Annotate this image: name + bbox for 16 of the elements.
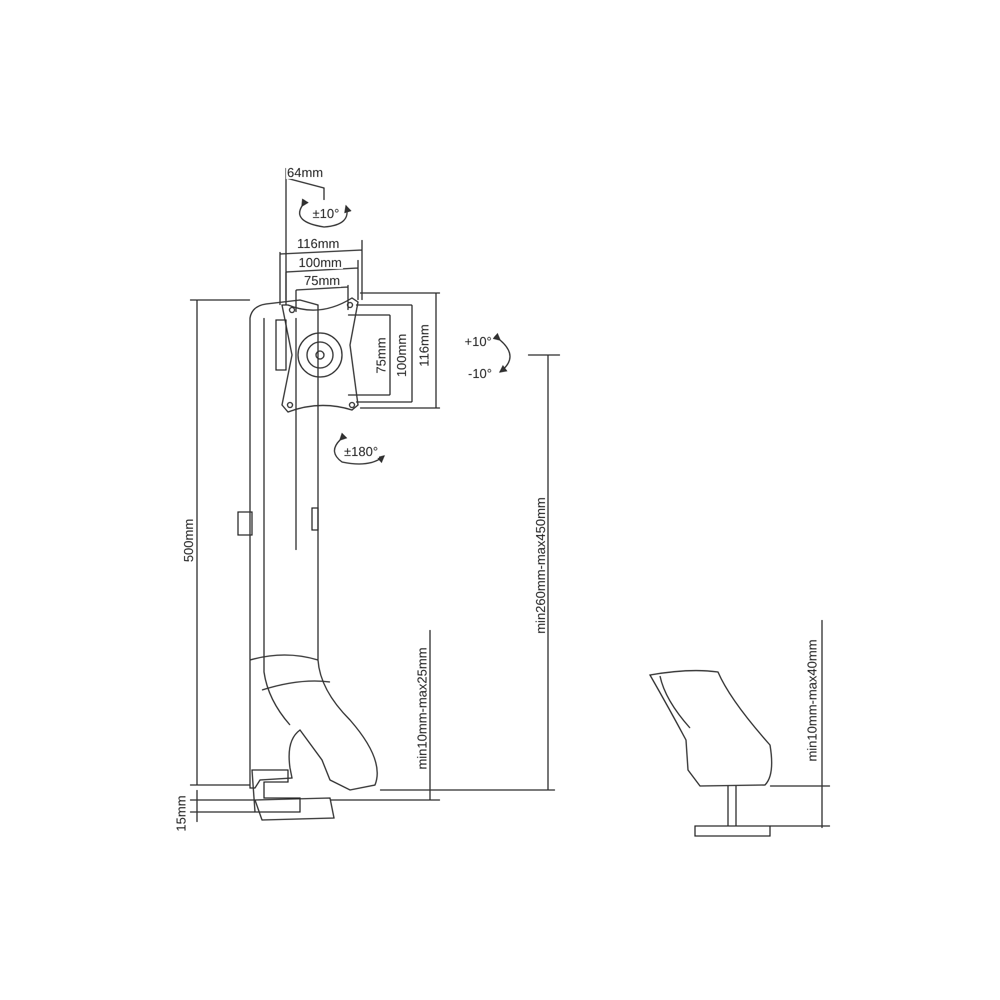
dimension-label: 75mm [374,336,388,374]
dimension-label: +10° [464,334,493,348]
dimension-label: min260mm-max450mm [533,496,546,634]
dimension-label: 116mm [296,236,340,250]
dimension-label: 116mm [418,322,431,368]
dimension-label: min10mm-max25mm [416,646,429,770]
dimension-label: ±10° [312,206,340,220]
dimension-label: 100mm [298,256,343,268]
dimension-label: 500mm [182,517,195,563]
dimension-label: min10mm-max40mm [806,638,819,762]
dimension-label: 15mm [174,794,188,832]
dimension-label: 64mm [286,166,324,178]
dimension-label: 100mm [394,332,408,378]
dimension-label: ±180° [343,444,380,458]
dimension-label: -10° [467,366,493,380]
dimension-label: 75mm [303,274,342,286]
